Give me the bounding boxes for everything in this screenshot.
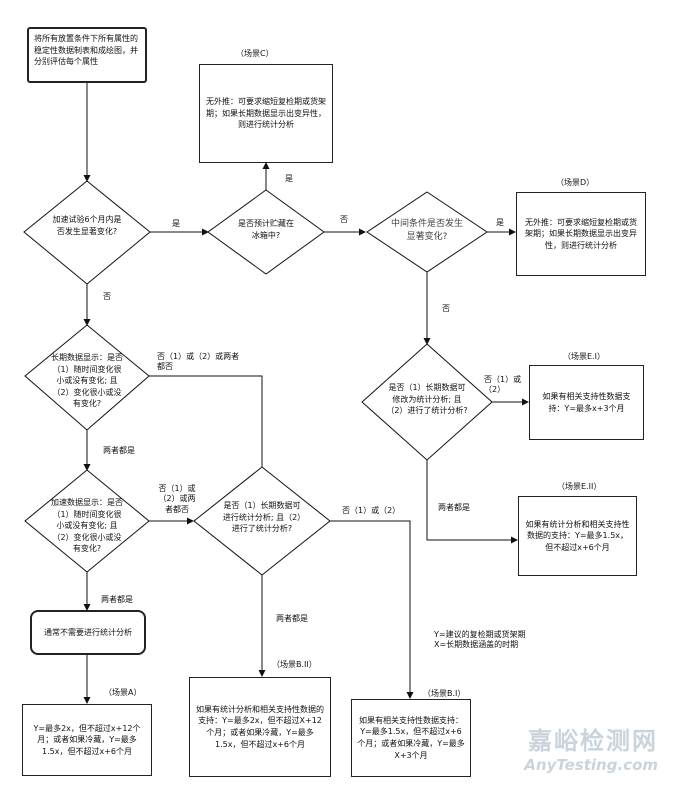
scene-bii-label: （场景B.II） (272, 660, 317, 669)
scene-c-text: 无外推：可要求缩短复检期或货架期；如果长期数据显示出变异性，则进行统计分析 (206, 97, 326, 130)
edge-d4-both-yes: 两者都是 (103, 446, 135, 455)
diamond-d2-shape (207, 189, 325, 275)
edge-d6-no: 否（1）或（2）或两者都否 (158, 484, 196, 514)
legend-y: Y=建议的复检期或货架期 (434, 630, 526, 639)
diamond-d4-shape (24, 324, 150, 431)
scene-bi-text: 如果有相关支持性数据支持：Y=最多1.5x，但不超过x+6个月；或者如果冷藏，Y… (357, 715, 465, 760)
diamond-d6-shape (24, 469, 150, 573)
edge-d5-no: 否（1）或（2） (484, 375, 522, 395)
scene-ei-box: 如果有相关支持性数据支持：Y=最多x+3个月 (529, 365, 644, 440)
diamond-d3: 中间条件是否发生显著变化? (390, 219, 463, 243)
diamond-d3-shape (366, 191, 488, 273)
scene-a-box: Y=最多2x，但不超过x+12个月；或者如果冷藏，Y=最多1.5x，但不超过x+… (22, 704, 152, 776)
watermark-cn: 嘉峪检测网 (528, 727, 658, 755)
scene-d-text: 无外推：可要求缩短复检期或货架期；如果长期数据显示出变异性，则进行统计分析 (525, 217, 637, 250)
legend: Y=建议的复检期或货架期 X=长期数据涵盖的时期 (434, 630, 526, 651)
no-stat-analysis-text: 通常不需要进行统计分析 (44, 627, 132, 637)
diamond-d6: 加速数据显示：是否（1）随时间变化很小或没有变化; 且（2）变化很小或没有变化? (51, 498, 123, 554)
scene-d-label: （场景D） (556, 178, 595, 187)
diamond-d1: 加速试验6个月内是否发生显著变化? (52, 215, 122, 236)
edge-d1-no: 否 (103, 292, 111, 301)
diamond-d5: 是否（1）长期数据可修改为统计分析; 且（2）进行了统计分析? (386, 383, 468, 416)
legend-x: X=长期数据涵盖的时期 (434, 640, 519, 650)
diamond-d1-shape (23, 180, 151, 285)
edge-d5-both-yes: 两者都是 (438, 503, 470, 512)
edge-d7-no: 否（1）或（2） (342, 506, 401, 515)
scene-a-label: （场景A） (104, 688, 142, 697)
edge-d2-no: 否 (340, 215, 348, 224)
scene-bii-box: 如果有统计分析和相关支持性数据的支持：Y=最多2x，但不超过X+12个月；或者如… (189, 677, 331, 777)
scene-bi-label: （场景B.I） (423, 689, 466, 698)
scene-a-text: Y=最多2x，但不超过x+12个月；或者如果冷藏，Y=最多1.5x，但不超过x+… (33, 723, 141, 756)
edge-d2-yes: 是 (285, 174, 293, 183)
scene-bii-text: 如果有统计分析和相关支持性数据的支持：Y=最多2x，但不超过X+12个月；或者如… (196, 704, 324, 749)
edge-d6-both-yes: 两者都是 (101, 595, 133, 604)
scene-c-box: 无外推：可要求缩短复检期或货架期；如果长期数据显示出变异性，则进行统计分析 (199, 64, 333, 163)
edge-d3-yes: 是 (496, 218, 504, 227)
scene-bi-box: 如果有相关支持性数据支持：Y=最多1.5x，但不超过x+6个月；或者如果冷藏，Y… (351, 699, 471, 777)
edge-d7-both-yes: 两者都是 (276, 614, 308, 623)
diamond-d2: 是否预计贮藏在冰箱中? (238, 219, 294, 240)
scene-d-box: 无外推：可要求缩短复检期或货架期；如果长期数据显示出变异性，则进行统计分析 (516, 192, 646, 276)
diamond-d7: 是否（1）长期数据可进行统计分析; 且（2）进行了统计分析? (222, 501, 302, 534)
diamond-d4: 长期数据显示：是否（1）随时间变化很小或没有变化; 且（2）变化很小或没有变化? (51, 353, 123, 409)
watermark-en: AnyTesting.com (524, 756, 658, 774)
scene-eii-text: 如果有统计分析和相关支持性数据的支持：Y=最多1.5x，但不超过x+6个月 (525, 519, 630, 552)
scene-ei-label: （场景E.I） (563, 352, 605, 361)
no-stat-analysis-box: 通常不需要进行统计分析 (30, 610, 146, 655)
diamond-d5-shape (361, 343, 493, 461)
scene-eii-label: （场景E.II） (557, 482, 602, 491)
scene-eii-box: 如果有统计分析和相关支持性数据的支持：Y=最多1.5x，但不超过x+6个月 (518, 496, 637, 576)
edge-d1-yes: 是 (172, 219, 180, 228)
edge-d4-no: 否（1）或（2）或两者都否 (157, 352, 240, 372)
edge-d3-no: 否 (442, 304, 450, 313)
watermark: 嘉峪检测网 AnyTesting.com (524, 721, 658, 774)
scene-ei-text: 如果有相关支持性数据支持：Y=最多x+3个月 (542, 391, 631, 413)
scene-c-label: （场景C） (236, 49, 274, 58)
start-box: 将所有放置条件下所有属性的稳定性数据制表和成绘图，并分别评估每个属性 (27, 27, 147, 83)
start-box-text: 将所有放置条件下所有属性的稳定性数据制表和成绘图，并分别评估每个属性 (34, 34, 138, 67)
diamond-d7-shape (193, 466, 331, 576)
